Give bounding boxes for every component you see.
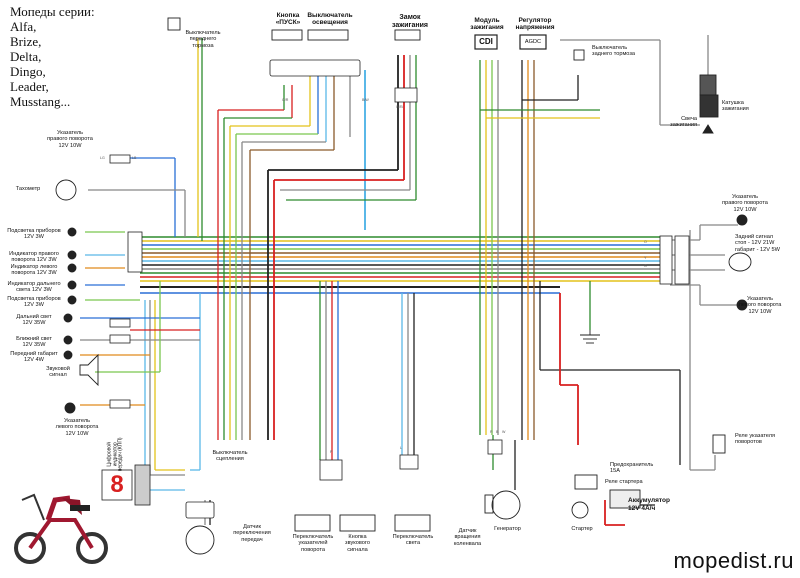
right-turn-indicator-label: Индикатор правого поворота 12V 3W xyxy=(9,251,59,264)
wire-tag-r: R xyxy=(490,430,493,434)
wire-tag-gy: G/Y xyxy=(195,38,202,42)
cdi-box: CDI xyxy=(479,37,493,46)
wire-tag-o: O xyxy=(644,240,647,244)
regulator-box: AGDC xyxy=(524,39,542,45)
clutch-switch-label: Выключатель сцепления xyxy=(212,450,248,463)
wire-tag-lb: LB xyxy=(132,156,137,160)
front-right-turn-label: Указатель правого поворота 12V 10W xyxy=(47,130,93,149)
wire-tag-l: L xyxy=(400,446,402,450)
generator-label: Генератор xyxy=(494,526,521,532)
moped-illustration xyxy=(14,493,108,564)
starter-label: Стартер xyxy=(571,526,593,532)
front-parking-label: Передний габарит 12V 4W xyxy=(10,351,58,364)
front-left-turn-label: Указатель левого поворота 12V 10W xyxy=(55,418,99,437)
model-brize: Brize, xyxy=(10,34,42,49)
wire-tag-lg: LG xyxy=(100,156,105,160)
crank-sensor-label: Датчик вращения коленвала xyxy=(453,528,482,547)
connectors xyxy=(109,59,690,519)
rear-wiring xyxy=(539,224,738,526)
gauge-light-2-label: Подсветка приборов 12V 3W xyxy=(7,296,61,309)
rear-left-turn-label: Указатель левого поворота 12V 10W xyxy=(738,296,782,315)
left-turn-indicator-label: Индикатор левого поворота 12V 3W xyxy=(10,264,58,277)
lower-verticals xyxy=(144,281,516,525)
gear-sensor-label: Датчик переключения передач xyxy=(233,524,271,543)
turn-relay-label: Реле указателя поворотов xyxy=(735,433,776,446)
wire-tag-bw: B/W xyxy=(362,98,369,102)
cdi-module-label: Модуль зажигания xyxy=(470,17,504,31)
rear-brake-switch-label: Выключатель заднего тормоза xyxy=(592,45,636,58)
wire-tag-y: Y xyxy=(644,256,647,260)
tail-light-label: Задний сигнал стоп - 12V 21W габарит - 1… xyxy=(735,234,780,253)
high-beam-label: Дальний свет 12V 35W xyxy=(16,314,52,327)
rear-right-turn-label: Указатель правого поворота 12V 10W xyxy=(722,194,768,213)
ignition-coil-label: Катушка зажигания xyxy=(722,100,749,113)
voltage-regulator-label: Регулятор напряжения xyxy=(515,17,555,31)
model-musstang: Musstang... xyxy=(10,94,71,109)
high-beam-indicator-label: Индикатор дальнего света 12V 3W xyxy=(7,281,61,294)
horn-label: Звуковой сигнал xyxy=(46,366,70,379)
component-symbols xyxy=(55,17,752,555)
spark-plug-label: Свеча зажигания xyxy=(670,116,697,129)
battery-label: Аккумулятор 12V 4А/ч xyxy=(628,497,670,512)
light-switch-label: Выключатель освещения xyxy=(307,12,353,26)
wire-tag-g: G xyxy=(644,264,647,268)
turn-switch-label: Переключатель указателей поворота xyxy=(292,534,334,553)
low-beam-label: Ближний свет 12V 35W xyxy=(16,336,52,349)
main-harness xyxy=(140,236,670,294)
models-title: Мопеды серии: xyxy=(10,4,95,19)
gear-display xyxy=(101,464,151,506)
model-dingo: Dingo, xyxy=(10,64,46,79)
wire-tag-wb: W/B xyxy=(396,105,403,109)
wire-tag-gr: G/R xyxy=(282,98,289,102)
gauge-light-1-label: Подсветка приборов 12V 3W xyxy=(7,228,61,241)
models-list: Мопеды серии: Alfa, Brize, Delta, Dingo,… xyxy=(10,4,95,109)
horn-button-label: Кнопка звукового сигнала xyxy=(345,534,370,553)
wire-tag-b: B xyxy=(496,430,499,434)
front-brake-switch-label: Выключатель переднего тормоза xyxy=(185,30,221,49)
ignition-lock-label: Замок зажигания xyxy=(392,14,428,29)
left-feeds xyxy=(80,157,200,406)
model-alfa: Alfa, xyxy=(10,19,37,34)
tachometer-label: Тахометр xyxy=(15,186,41,192)
gear-digit: 8 xyxy=(110,471,124,498)
model-leader: Leader, xyxy=(10,79,49,94)
starter-relay-label: Реле стартера xyxy=(605,479,643,485)
model-delta: Delta, xyxy=(10,49,42,64)
wire-tag-w: W xyxy=(502,430,506,434)
fuse-label: Предохранитель 15A xyxy=(610,462,654,475)
wire-tag-p: P xyxy=(330,450,333,454)
upper-horizontals xyxy=(218,39,708,440)
upper-verticals xyxy=(197,35,709,440)
light-switch-2-label: Переключатель света xyxy=(392,534,434,547)
start-button-label: Кнопка «ПУСК» xyxy=(275,12,301,26)
watermark: mopedist.ru xyxy=(673,548,794,573)
